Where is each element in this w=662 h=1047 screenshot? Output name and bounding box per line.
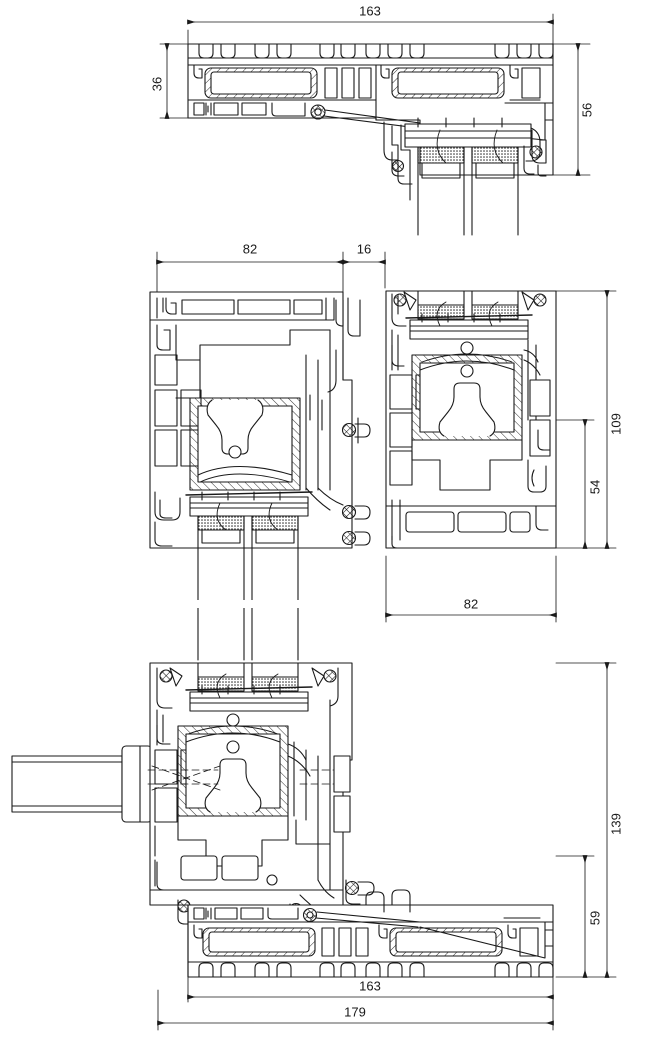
dim-top-right-height: 56 bbox=[579, 103, 594, 117]
dimension-labels: 163 36 56 82 16 109 54 82 139 59 163 179 bbox=[149, 3, 623, 1019]
sill-section bbox=[11, 662, 554, 978]
dim-mid-total-height: 109 bbox=[608, 413, 623, 435]
dim-mid-gap-width: 16 bbox=[357, 241, 371, 256]
dim-bottom-inner-width: 163 bbox=[359, 978, 381, 993]
handle-spindle bbox=[11, 745, 153, 823]
jamb-mullion-section bbox=[149, 290, 557, 661]
dim-mid-bottom-width: 82 bbox=[464, 596, 478, 611]
dim-bottom-height: 139 bbox=[608, 813, 623, 835]
head-transom-section bbox=[187, 43, 554, 236]
dim-mid-inner-height: 54 bbox=[587, 480, 602, 494]
dim-mid-left-width: 82 bbox=[243, 241, 257, 256]
dim-bottom-overall-width: 179 bbox=[344, 1004, 366, 1019]
dim-bottom-inner-height: 59 bbox=[587, 911, 602, 925]
dimension-lines bbox=[156, 13, 617, 1031]
dim-top-left-height: 36 bbox=[149, 77, 164, 91]
dim-top-width: 163 bbox=[359, 3, 381, 18]
